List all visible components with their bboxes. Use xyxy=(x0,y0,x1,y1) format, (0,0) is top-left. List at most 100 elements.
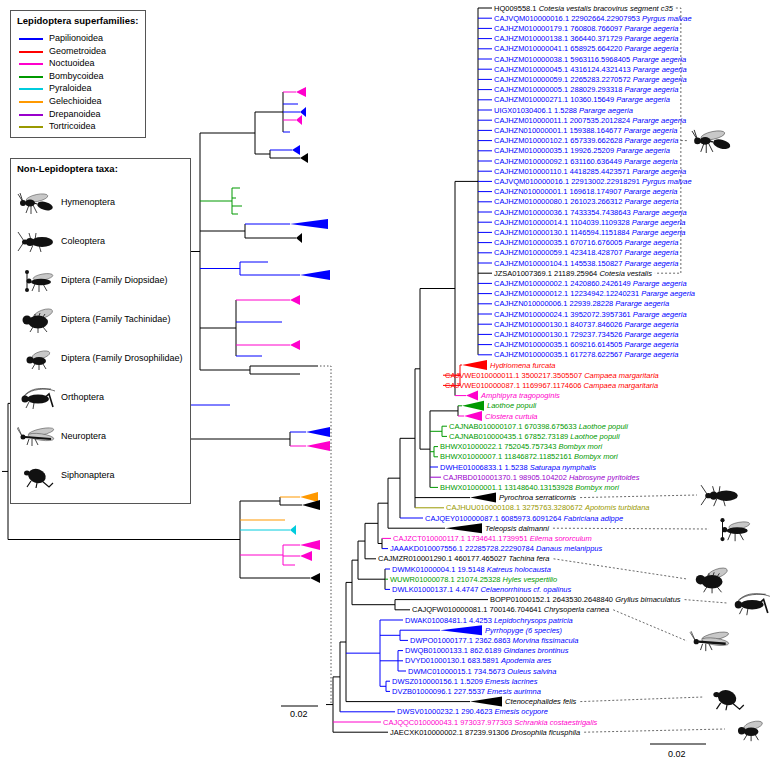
branch xyxy=(430,467,438,468)
branch xyxy=(478,181,492,182)
insect-icon xyxy=(17,228,57,256)
tip-label: CAJHUU010000108.1 3275763.3280672 Apotom… xyxy=(446,503,650,512)
tip-label: CAJVWE010000011.1 3500217.3505507 Campae… xyxy=(445,371,659,380)
insect-icon xyxy=(735,594,770,616)
branch xyxy=(478,110,492,111)
branch xyxy=(458,405,462,406)
tip-label: CAJHZN010000006.1 22939.28228 Pararge ae… xyxy=(494,299,669,308)
branch xyxy=(386,681,387,691)
legend-text: Coleoptera xyxy=(61,236,105,247)
tip-label: BOPP01000152.1 2643530.2648840 Gryllus b… xyxy=(490,595,681,604)
branch xyxy=(458,406,459,416)
left-tree xyxy=(2,87,330,583)
tip-label: CAJHZM010000005.1 288029.293318 Pararge … xyxy=(494,85,678,94)
tip-label: CAJHZM010000092.1 631160.636449 Pararge … xyxy=(494,157,678,166)
tip-label: HQ009558.1 Cotesia vestalis bracovirus s… xyxy=(494,4,673,13)
tip-label: UIGX01030406.1 1.5288 Pararge aegeria xyxy=(494,106,633,115)
collapsed-clade xyxy=(290,295,300,305)
tip-label: DWHE01006833.1 1.5238 Saturapa nymphalis xyxy=(440,463,596,472)
branch xyxy=(478,28,492,29)
branch xyxy=(442,436,447,437)
branch xyxy=(455,181,478,182)
legend-text: Geometroidea xyxy=(49,46,106,57)
branch xyxy=(333,676,340,677)
tip-label: JAECXK010000002.1 87239.91306 Drosophila… xyxy=(390,728,580,737)
branch xyxy=(430,410,458,411)
leader-line xyxy=(554,559,687,579)
tip-label: DWLK01000137.1 4.4747 Celaenorrhinus cf.… xyxy=(392,585,571,594)
collapsed-clade xyxy=(296,233,302,243)
tip-label: CAJHZM010000059.1 423418.428707 Pararge … xyxy=(494,248,678,257)
branch xyxy=(478,79,492,80)
legend-swatch xyxy=(19,83,43,94)
branch xyxy=(460,365,462,366)
branch xyxy=(385,589,390,590)
tip-label: CAJVWE010000087.1 1169967.1174606 Campae… xyxy=(445,381,658,390)
tip-label: CAJHZM010000080.1 261023.266312 Pararge … xyxy=(494,197,678,206)
branch xyxy=(386,681,390,682)
tip-label: CAJHZM010000179.1 760808.766097 Pararge … xyxy=(494,24,678,33)
branch xyxy=(478,150,492,151)
tip-label: BHWX01000001.1 13148640.13153928 Bombyx … xyxy=(440,483,619,492)
branch xyxy=(385,569,390,570)
branch xyxy=(430,477,441,478)
tip-label: Teleopsis dalmanni xyxy=(485,524,549,533)
right-tree xyxy=(326,8,502,732)
branch xyxy=(400,518,423,519)
branch xyxy=(380,635,400,636)
branch xyxy=(478,314,492,315)
legend-text: Pyraloidea xyxy=(49,83,92,94)
insect-icon xyxy=(17,189,57,217)
scale-label: 0.02 xyxy=(668,750,686,759)
legend-swatch xyxy=(19,46,43,57)
tip-label: CAJMZR010001290.1 460177.465027 Tachina … xyxy=(378,554,550,563)
collapsed-clade xyxy=(310,573,320,583)
tip-label: CAJHZM010000011.1 2007535.2012824 Pararg… xyxy=(494,116,686,125)
branch xyxy=(382,538,383,548)
branch xyxy=(478,344,492,345)
tip-label: CAJHZM010000130.1 1146594.1151884 Pararg… xyxy=(494,228,686,237)
collapsed-clade xyxy=(290,525,296,535)
branch xyxy=(333,722,381,723)
tip-label: Clostera curtula xyxy=(485,412,538,421)
legend-text: Diptera (Family Tachinidae) xyxy=(61,314,170,325)
collapsed-clade xyxy=(306,427,330,437)
branch xyxy=(358,579,385,580)
branch xyxy=(434,447,435,457)
branch xyxy=(346,582,347,701)
legend-swatch xyxy=(19,33,43,44)
insect-icon xyxy=(17,423,57,451)
branch xyxy=(415,368,420,369)
insect-icon xyxy=(692,129,731,153)
branch xyxy=(346,701,470,702)
branch xyxy=(478,18,492,19)
tip-label: CAJHZM010000035.1 19926.25209 Pararge ae… xyxy=(494,146,670,155)
insect-icon xyxy=(17,462,57,490)
collapsed-clade xyxy=(290,219,328,229)
branch xyxy=(333,732,388,733)
collapsed-clade xyxy=(470,697,502,707)
branch xyxy=(340,642,341,712)
legend-swatch xyxy=(19,58,43,69)
branch xyxy=(478,191,492,192)
tip-label: Hydriomena furcata xyxy=(490,361,555,370)
branch xyxy=(386,691,390,692)
branch xyxy=(380,620,403,621)
legend-heading: Non-Lepidoptera taxa: xyxy=(17,163,118,174)
collapsed-clade xyxy=(296,87,306,97)
tip-label: CAJHZM010000036.1 7433354.7438643 Pararg… xyxy=(494,208,687,217)
tip-label: DWSZ010000156.1 1.5209 Emesis lacrines xyxy=(392,677,538,686)
tip-label: CAJHZM010000110.1 4418285.4423571 Pararg… xyxy=(494,167,686,176)
legend-text: Tortricoidea xyxy=(49,121,96,132)
zoom-connector xyxy=(320,366,331,705)
collapsed-clade xyxy=(445,523,482,533)
tip-label: CAJHZM010000012.1 12234942.12240231 Para… xyxy=(494,289,695,298)
tip-label: CAJQFW010000081.1 700146.704641 Chrysope… xyxy=(412,605,609,614)
tip-label: CAJHZM010000041.1 658925.664220 Pararge … xyxy=(494,44,678,53)
branch xyxy=(388,528,445,529)
tip-label: CAJZCT010000117.1 1734641.1739951 Eilema… xyxy=(393,534,592,543)
tip-label: CAJNAB010000107.1 670398.675633 Laothoe … xyxy=(449,422,628,431)
tip-label: CAJHZM010000271.1 10360.15649 Pararge ae… xyxy=(494,95,670,104)
branch xyxy=(340,642,346,643)
